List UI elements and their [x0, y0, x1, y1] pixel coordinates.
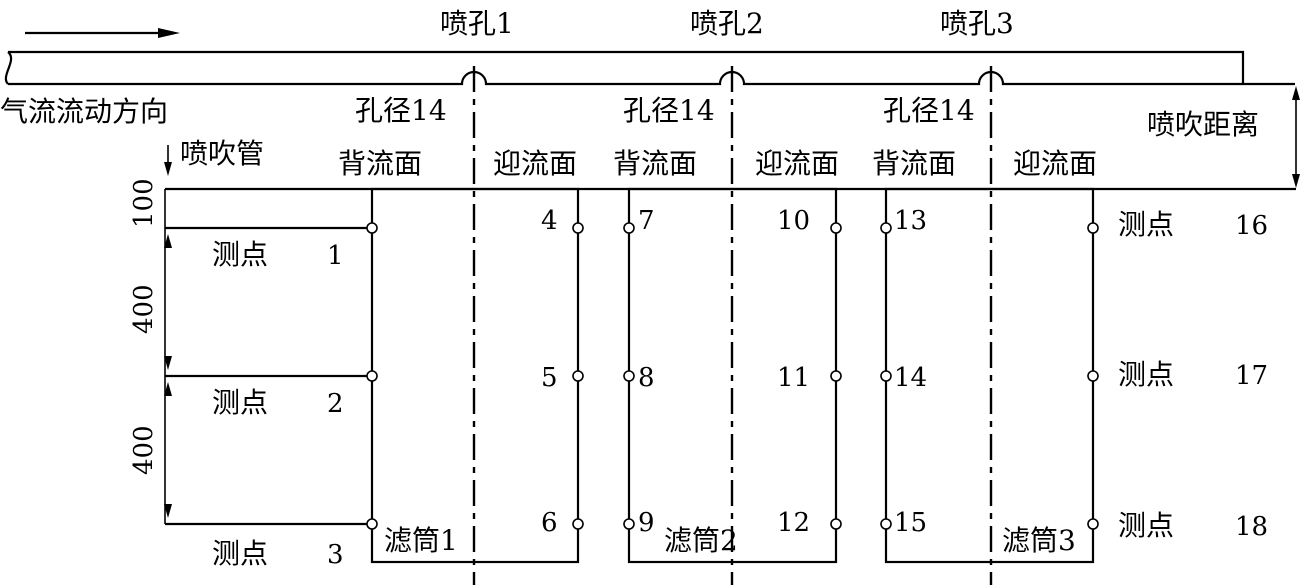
- measure-point-label-18: 测点: [1118, 509, 1174, 542]
- measure-point-marker-13: [880, 222, 892, 234]
- point-number-8: 8: [638, 363, 655, 393]
- measure-point-number-17: 17: [1235, 361, 1268, 391]
- back-face-label-3: 背流面: [872, 147, 956, 180]
- measuring-point-markers: [366, 222, 1099, 530]
- blow-distance-dimension: [1292, 86, 1300, 188]
- dimension-400-a: 400: [129, 284, 159, 334]
- front-face-label-2: 迎流面: [755, 147, 839, 180]
- front-face-label-3: 迎流面: [1013, 147, 1097, 180]
- point-number-4: 4: [541, 206, 558, 236]
- measure-point-label-16: 测点: [1118, 208, 1174, 241]
- blow-pipe-label: 喷吹管: [180, 137, 264, 170]
- point-number-10: 10: [777, 206, 810, 236]
- point-number-6: 6: [541, 508, 558, 538]
- dimension-100: 100: [129, 178, 159, 228]
- hole-diameter-3: 孔径14: [883, 94, 975, 127]
- measure-point-marker-4: [572, 222, 584, 234]
- blow-pipe-arrow: [164, 145, 172, 176]
- filter-label-3: 滤筒3: [1002, 524, 1076, 557]
- measure-point-marker-7: [623, 222, 635, 234]
- measure-point-number-3: 3: [327, 540, 344, 570]
- measure-point-marker-9: [623, 518, 635, 530]
- point-number-5: 5: [541, 363, 558, 393]
- blow-distance-label: 喷吹距离: [1147, 108, 1259, 141]
- measure-point-marker-17: [1087, 370, 1099, 382]
- measure-point-label-1: 测点: [212, 238, 268, 271]
- measure-point-label-2: 测点: [212, 386, 268, 419]
- measure-point-marker-3: [366, 518, 378, 530]
- measure-point-number-16: 16: [1235, 211, 1268, 241]
- nozzle-3-label: 喷孔3: [940, 7, 1014, 40]
- point-number-11: 11: [777, 363, 810, 393]
- measure-point-marker-14: [880, 370, 892, 382]
- dimension-400-b: 400: [129, 425, 159, 475]
- back-face-label-1: 背流面: [338, 147, 422, 180]
- measure-point-marker-15: [880, 518, 892, 530]
- dimension-lines: [164, 189, 372, 526]
- front-face-label-1: 迎流面: [493, 147, 577, 180]
- measure-point-marker-11: [830, 370, 842, 382]
- measure-point-number-1: 1: [327, 241, 344, 271]
- blow-pipe: [4, 50, 1295, 86]
- measure-point-marker-8: [623, 370, 635, 382]
- filter-label-1: 滤筒1: [384, 524, 458, 557]
- nozzle-2-label: 喷孔2: [690, 7, 764, 40]
- point-number-14: 14: [894, 363, 927, 393]
- measure-point-marker-10: [830, 222, 842, 234]
- measure-point-number-2: 2: [327, 389, 344, 419]
- filter-label-2: 滤筒2: [664, 524, 738, 557]
- back-face-label-2: 背流面: [613, 147, 697, 180]
- measure-point-marker-5: [572, 370, 584, 382]
- measure-point-marker-12: [830, 518, 842, 530]
- nozzle-1-label: 喷孔1: [440, 7, 514, 40]
- measure-point-marker-2: [366, 370, 378, 382]
- measure-point-marker-18: [1087, 518, 1099, 530]
- hole-diameter-2: 孔径14: [623, 94, 715, 127]
- measure-point-marker-1: [366, 222, 378, 234]
- point-number-13: 13: [894, 206, 927, 236]
- measure-point-label-3: 测点: [212, 537, 268, 570]
- measure-point-number-18: 18: [1235, 512, 1268, 542]
- point-number-12: 12: [777, 508, 810, 538]
- point-number-7: 7: [638, 206, 655, 236]
- measure-point-marker-16: [1087, 222, 1099, 234]
- point-number-15: 15: [894, 508, 927, 538]
- hole-diameter-1: 孔径14: [355, 94, 447, 127]
- point-number-9: 9: [638, 508, 655, 538]
- measure-point-label-17: 测点: [1118, 358, 1174, 391]
- flow-direction-arrow: [25, 28, 180, 38]
- measure-point-marker-6: [572, 518, 584, 530]
- flow-direction-label: 气流流动方向: [0, 95, 168, 128]
